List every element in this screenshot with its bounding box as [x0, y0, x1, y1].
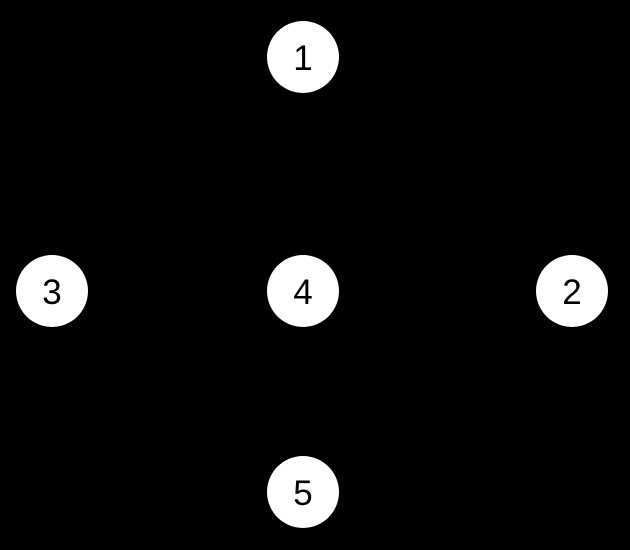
graph-node-3: 3: [16, 255, 88, 327]
graph-node-label: 2: [562, 272, 582, 312]
graph-node-5: 5: [267, 456, 339, 528]
graph-node-1: 1: [267, 21, 339, 93]
graph-node-label: 3: [42, 272, 62, 312]
graph-node-label: 4: [293, 272, 313, 312]
graph-node-label: 1: [293, 38, 313, 78]
graph-node-2: 2: [536, 255, 608, 327]
graph-node-4: 4: [267, 255, 339, 327]
graph-node-label: 5: [293, 473, 313, 513]
